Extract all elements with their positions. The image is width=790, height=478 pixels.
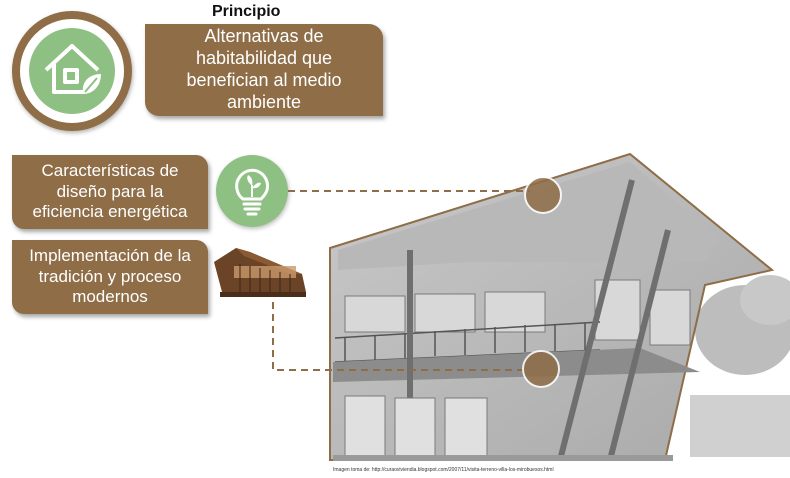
feature-text-energy: Características de diseño para la eficie… [32, 160, 188, 222]
callout-marker-energy [524, 176, 562, 214]
house-leaf-icon [29, 28, 115, 114]
feature-text-tradition: Implementación de la tradición y proceso… [29, 245, 191, 307]
feature-box-energy: Características de diseño para la eficie… [12, 155, 208, 229]
trees [690, 275, 790, 457]
principle-text-box: Alternativas de habitabilidad que benefi… [145, 24, 383, 116]
feature-box-tradition: Implementación de la tradición y proceso… [12, 240, 208, 314]
image-credit: Imagen toma de: http://curaoviviendia.bl… [333, 467, 554, 473]
lightbulb-leaf-icon [216, 155, 288, 227]
principle-text: Alternativas de habitabilidad que benefi… [186, 26, 342, 112]
callout-marker-tradition [522, 350, 560, 388]
principle-title: Principio [212, 3, 281, 20]
modern-house-icon [210, 244, 332, 304]
